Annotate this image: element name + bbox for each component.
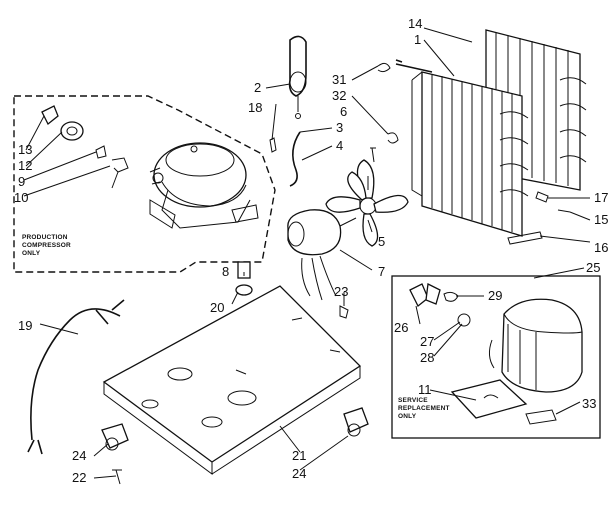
service-note-line1: SERVICE <box>398 397 428 404</box>
production-note-line3: ONLY <box>22 250 41 257</box>
callout-14: 14 <box>408 16 422 31</box>
production-note-line1: PRODUCTION <box>22 234 68 241</box>
callout-21: 21 <box>292 448 306 463</box>
callout-7: 7 <box>378 264 385 279</box>
callout-11: 11 <box>418 382 432 397</box>
screw-17 <box>535 191 549 203</box>
callout-27: 27 <box>420 334 434 349</box>
callout-8: 8 <box>222 264 229 279</box>
callout-12: 12 <box>18 158 32 173</box>
service-mount-plate <box>450 379 528 419</box>
callout-2: 2 <box>254 80 261 95</box>
callout-4: 4 <box>336 138 343 153</box>
tie-strap-33 <box>525 409 557 425</box>
callout-22: 22 <box>72 470 86 485</box>
callout-3: 3 <box>336 120 343 135</box>
callout-24-left: 24 <box>72 448 86 463</box>
callout-10: 10 <box>14 190 28 205</box>
service-compressor <box>488 298 583 393</box>
callout-29: 29 <box>488 288 502 303</box>
grommet <box>235 261 253 296</box>
wire-harness <box>27 299 125 455</box>
clip-31 <box>377 62 391 73</box>
production-note-line2: COMPRESSOR <box>22 242 71 249</box>
callout-18: 18 <box>248 100 262 115</box>
caster-right <box>343 407 369 437</box>
callout-28: 28 <box>420 350 434 365</box>
screw-15 <box>557 209 571 213</box>
leader-lines <box>23 27 591 479</box>
clip-6 <box>387 132 399 144</box>
callout-26: 26 <box>394 320 408 335</box>
callout-9: 9 <box>18 174 25 189</box>
screw-22 <box>112 469 122 485</box>
callout-15: 15 <box>594 212 608 227</box>
caster-left <box>101 423 129 451</box>
service-terminal-parts <box>409 283 471 327</box>
callout-32: 32 <box>332 88 346 103</box>
callout-16: 16 <box>594 240 608 255</box>
service-note-line3: ONLY <box>398 413 417 420</box>
service-note-line2: REPLACEMENT <box>398 405 450 412</box>
callout-25: 25 <box>586 260 600 275</box>
callout-24-right: 24 <box>292 466 306 481</box>
callout-1: 1 <box>414 32 421 47</box>
callout-20: 20 <box>210 300 224 315</box>
screw-23 <box>339 305 349 319</box>
callout-23: 23 <box>334 284 348 299</box>
fan-motor <box>287 209 357 301</box>
callout-5: 5 <box>378 234 385 249</box>
drain-tube-16 <box>507 231 543 245</box>
production-compressor <box>149 142 259 229</box>
capillary-and-bracket <box>269 35 307 187</box>
production-compressor-boundary <box>13 95 276 273</box>
callout-33: 33 <box>582 396 596 411</box>
callout-19: 19 <box>18 318 32 333</box>
callout-13: 13 <box>18 142 32 157</box>
condenser-coil <box>395 29 587 237</box>
callout-6: 6 <box>340 104 347 119</box>
callout-31: 31 <box>332 72 346 87</box>
service-replacement-boundary <box>391 275 601 439</box>
fan-blade <box>325 159 409 247</box>
callout-17: 17 <box>594 190 608 205</box>
base-pan <box>102 285 362 475</box>
terminal-cover-parts <box>41 105 129 189</box>
screw-32 <box>370 147 376 163</box>
